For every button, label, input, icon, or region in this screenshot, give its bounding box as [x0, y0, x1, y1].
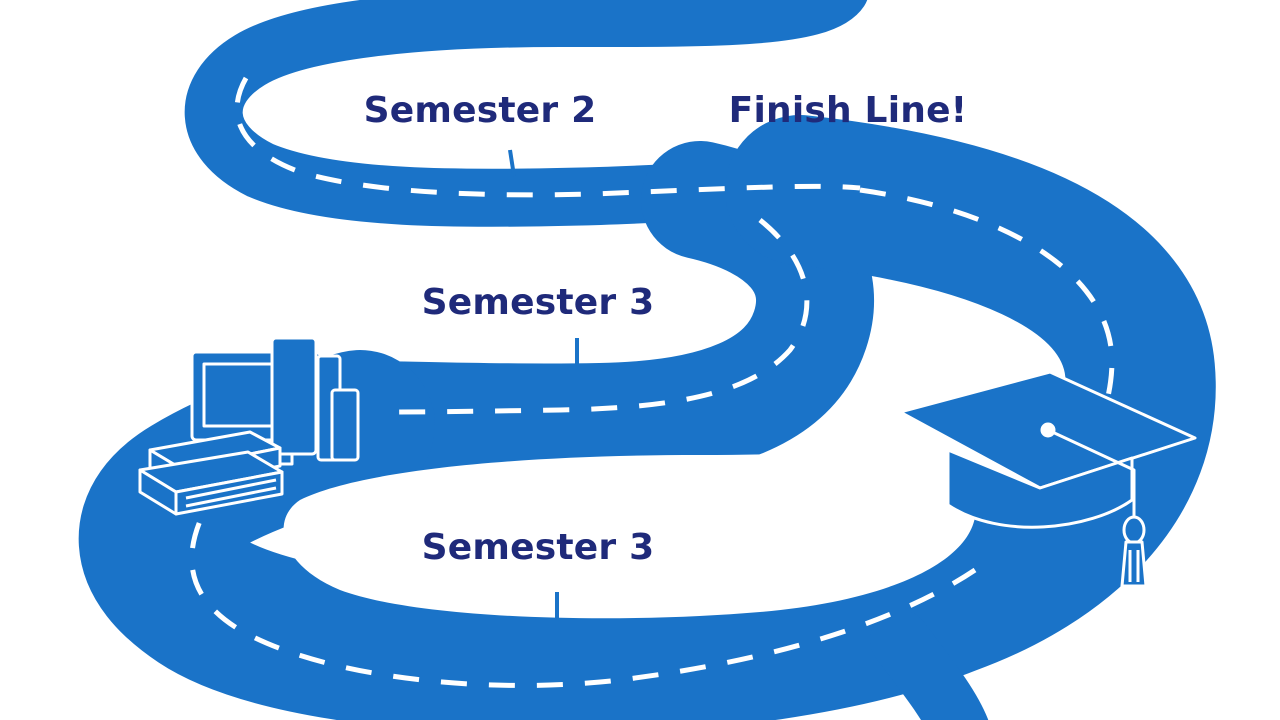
lane-inner-loop — [394, 218, 810, 415]
label-semester-3-upper: Semester 3 — [422, 282, 655, 323]
island-lower — [283, 453, 976, 619]
milestone-semester-2: Semester 2 — [364, 90, 597, 177]
lane-top — [234, 76, 861, 198]
milestone-finish-line: Finish Line! — [729, 90, 968, 169]
milestone-semester-3-upper: Semester 3 — [422, 282, 655, 366]
stem-semester-2 — [508, 149, 516, 177]
label-semester-2: Semester 2 — [364, 90, 597, 131]
label-finish-line: Finish Line! — [729, 90, 968, 131]
graduation-cap-icon — [898, 370, 1197, 588]
road-bottom-exit — [870, 610, 989, 720]
road-outer-loop — [78, 115, 1216, 720]
stem-finish-line — [814, 143, 828, 169]
label-semester-3-lower: Semester 3 — [422, 527, 655, 568]
books-and-monitor-icon — [138, 336, 360, 516]
milestone-semester-3-lower: Semester 3 — [422, 527, 655, 622]
